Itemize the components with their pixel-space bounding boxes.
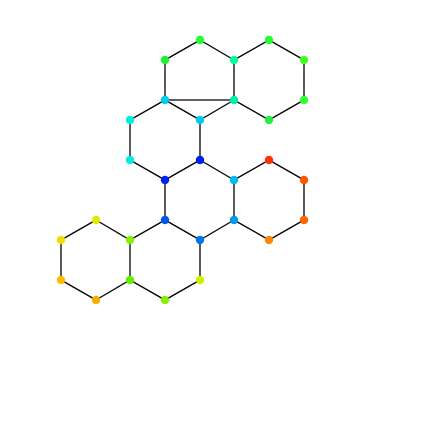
- graph-node-n25: [264, 235, 274, 245]
- graph-edge-n6-n9: [129, 99, 166, 121]
- graph-edge-n14-n16: [233, 159, 270, 181]
- graph-edge-n19-n23: [129, 219, 166, 241]
- graph-edge-n2-n5: [268, 39, 305, 61]
- graph-node-n16: [229, 175, 239, 185]
- graph-edge-n1-n4: [199, 39, 235, 61]
- graph-node-n21: [299, 215, 309, 225]
- graph-edge-n18-n22: [60, 219, 97, 241]
- graph-edge-n28-n30: [164, 279, 201, 301]
- edge-layer: [60, 39, 305, 301]
- graph-node-n18: [91, 215, 101, 225]
- graph-node-n13: [195, 155, 205, 165]
- graph-node-n9: [125, 115, 135, 125]
- graph-node-n6: [160, 95, 170, 105]
- graph-node-n22: [56, 235, 66, 245]
- graph-node-n5: [299, 55, 309, 65]
- graph-edge-n20-n24: [199, 219, 235, 241]
- graph-node-n10: [195, 115, 205, 125]
- graph-edge-n2-n4: [233, 39, 270, 61]
- graph-node-n1: [195, 35, 205, 45]
- graph-node-n4: [229, 55, 239, 65]
- graph-node-n26: [56, 275, 66, 285]
- graph-node-n3: [160, 55, 170, 65]
- graph-node-n2: [264, 35, 274, 45]
- graph-node-n11: [264, 115, 274, 125]
- graph-node-n30: [160, 295, 170, 305]
- graph-edge-n13-n16: [199, 159, 235, 181]
- graph-edge-n27-n29: [95, 279, 131, 301]
- graph-edge-n21-n25: [268, 219, 305, 241]
- graph-edge-n26-n29: [60, 279, 97, 301]
- graph-edge-n14-n17: [268, 159, 305, 181]
- graph-node-n15: [160, 175, 170, 185]
- graph-edge-n20-n25: [233, 219, 270, 241]
- graph-node-n24: [195, 235, 205, 245]
- graph-node-n12: [125, 155, 135, 165]
- graph-edge-n8-n11: [268, 99, 305, 121]
- graph-edge-n6-n10: [164, 99, 201, 121]
- graph-node-n7: [229, 95, 239, 105]
- graph-edge-n13-n15: [164, 159, 201, 181]
- graph-node-n28: [195, 275, 205, 285]
- graph-edge-n18-n23: [95, 219, 131, 241]
- graph-node-n27: [125, 275, 135, 285]
- graph-node-n17: [299, 175, 309, 185]
- graph-node-n29: [91, 295, 101, 305]
- graph-node-n14: [264, 155, 274, 165]
- graph-node-n23: [125, 235, 135, 245]
- graph-node-n8: [299, 95, 309, 105]
- graph-edge-n7-n11: [233, 99, 270, 121]
- graph-edge-n19-n24: [164, 219, 201, 241]
- node-layer: [56, 35, 309, 305]
- graph-node-n19: [160, 215, 170, 225]
- graph-edge-n27-n30: [129, 279, 166, 301]
- graph-node-n20: [229, 215, 239, 225]
- graph-edge-n12-n15: [129, 159, 166, 181]
- graph-edge-n1-n3: [164, 39, 201, 61]
- graph-edge-n7-n10: [199, 99, 235, 121]
